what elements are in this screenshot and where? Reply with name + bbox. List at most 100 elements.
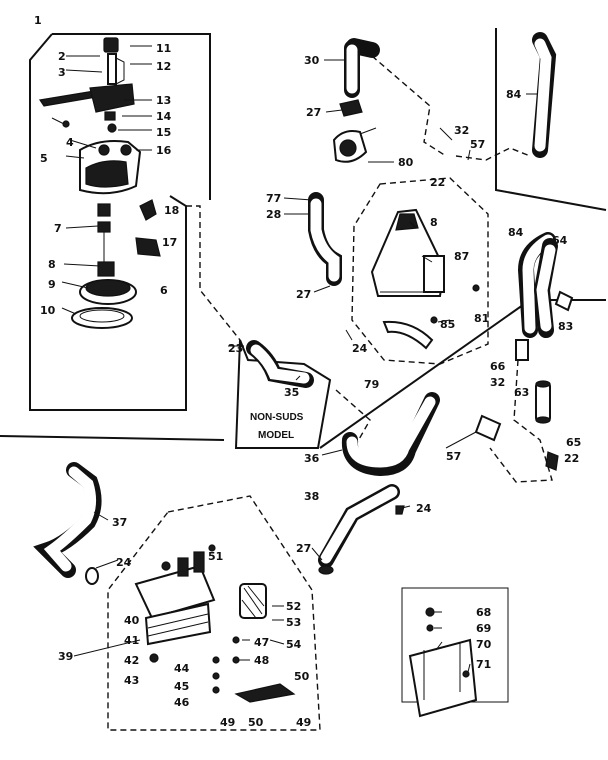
callout-16: 16 [156,144,172,157]
callout-22-upper: 22 [430,176,445,189]
pump-housing [370,208,480,350]
callout-49-right: 49 [296,716,311,729]
callout-51: 51 [208,550,223,563]
callout-81: 81 [474,312,489,325]
non-suds-label-line2: MODEL [258,430,294,441]
callout-40: 40 [124,614,140,627]
callout-13: 13 [156,94,171,107]
leader-dashed-36 [335,389,371,449]
callout-15: 15 [156,126,171,139]
callout-79: 79 [364,378,379,391]
callout-2: 2 [58,50,66,63]
upper-divider-line [0,435,225,441]
callout-37: 37 [112,516,127,529]
callout-10: 10 [40,304,56,317]
callout-44: 44 [174,662,190,675]
leader-dashed-65 [489,359,553,483]
callout-5: 5 [40,152,48,165]
callout-38: 38 [304,490,319,503]
callout-50-upper: 50 [294,670,310,683]
mounting-bracket [401,587,509,718]
callout-36: 36 [304,452,320,465]
callout-50-lower: 50 [248,716,264,729]
callout-17: 17 [162,236,177,249]
callout-24-upper: 24 [352,342,368,355]
callout-23: 23 [228,342,243,355]
callout-6: 6 [160,284,168,297]
non-suds-label-line1: NON-SUDS [250,412,304,423]
callout-8: 8 [48,258,56,271]
callout-9: 9 [48,278,56,291]
callout-8-center: 8 [430,216,438,229]
callout-69: 69 [476,622,491,635]
hose-36 [341,392,502,477]
callout-63: 63 [514,386,529,399]
hose-38 [318,484,405,575]
non-suds-model-box: NON-SUDS MODEL [234,339,332,449]
callout-12: 12 [156,60,171,73]
pump-section-frame [29,33,211,411]
callout-70: 70 [476,638,492,651]
callout-1: 1 [34,14,42,27]
callout-27-upper: 27 [306,106,321,119]
callout-57-upper: 57 [470,138,485,151]
callout-28: 28 [266,208,281,221]
drain-valve-assembly [332,38,380,163]
leader-dashed-32 [455,147,531,161]
hose-28 [308,192,342,286]
callout-3: 3 [58,66,66,79]
hose-64 [517,232,574,338]
callout-64: 64 [552,234,568,247]
callout-4: 4 [66,136,74,149]
callout-85: 85 [440,318,455,331]
hose-37 [33,462,102,585]
callout-57-lower: 57 [446,450,461,463]
callout-80: 80 [398,156,414,169]
callout-87: 87 [454,250,469,263]
right-vertical-frame [495,28,607,211]
callout-46: 46 [174,696,190,709]
callout-42: 42 [124,654,139,667]
leader-dashed-23 [186,205,241,341]
pump-motor-assembly [38,37,161,329]
callout-48: 48 [254,654,269,667]
callout-32-upper: 32 [454,124,469,137]
callout-52: 52 [286,600,301,613]
leader-dashed-30 [371,55,447,157]
lower-pump-assembly [134,544,296,703]
callout-47: 47 [254,636,269,649]
callout-83: 83 [558,320,573,333]
callout-84-lower: 84 [508,226,524,239]
callout-71: 71 [476,658,491,671]
hose-63-65 [515,339,559,471]
hose-84-upper [532,32,557,158]
callout-84-upper: 84 [506,88,522,101]
pump-octagon-frame [351,177,489,365]
callout-labels: 1 2 3 4 5 11 12 13 14 15 16 18 17 7 6 8 … [34,14,581,729]
leader-lines [61,45,538,673]
callout-35: 35 [284,386,299,399]
callout-14: 14 [156,110,172,123]
callout-27-lower: 27 [296,542,311,555]
callout-24-right: 24 [416,502,432,515]
callout-66: 66 [490,360,506,373]
callout-30: 30 [304,54,320,67]
lower-assembly-frame [107,495,321,731]
callout-45: 45 [174,680,189,693]
callout-68: 68 [476,606,491,619]
callout-41: 41 [124,634,139,647]
callout-53: 53 [286,616,301,629]
callout-11: 11 [156,42,171,55]
callout-43: 43 [124,674,139,687]
callout-39: 39 [58,650,73,663]
callout-7: 7 [54,222,62,235]
callout-18: 18 [164,204,179,217]
callout-24-left: 24 [116,556,132,569]
callout-77: 77 [266,192,281,205]
callout-22-lower: 22 [564,452,579,465]
callout-32-lower: 32 [490,376,505,389]
callout-27-middle: 27 [296,288,311,301]
callout-49-left: 49 [220,716,235,729]
callout-54: 54 [286,638,302,651]
